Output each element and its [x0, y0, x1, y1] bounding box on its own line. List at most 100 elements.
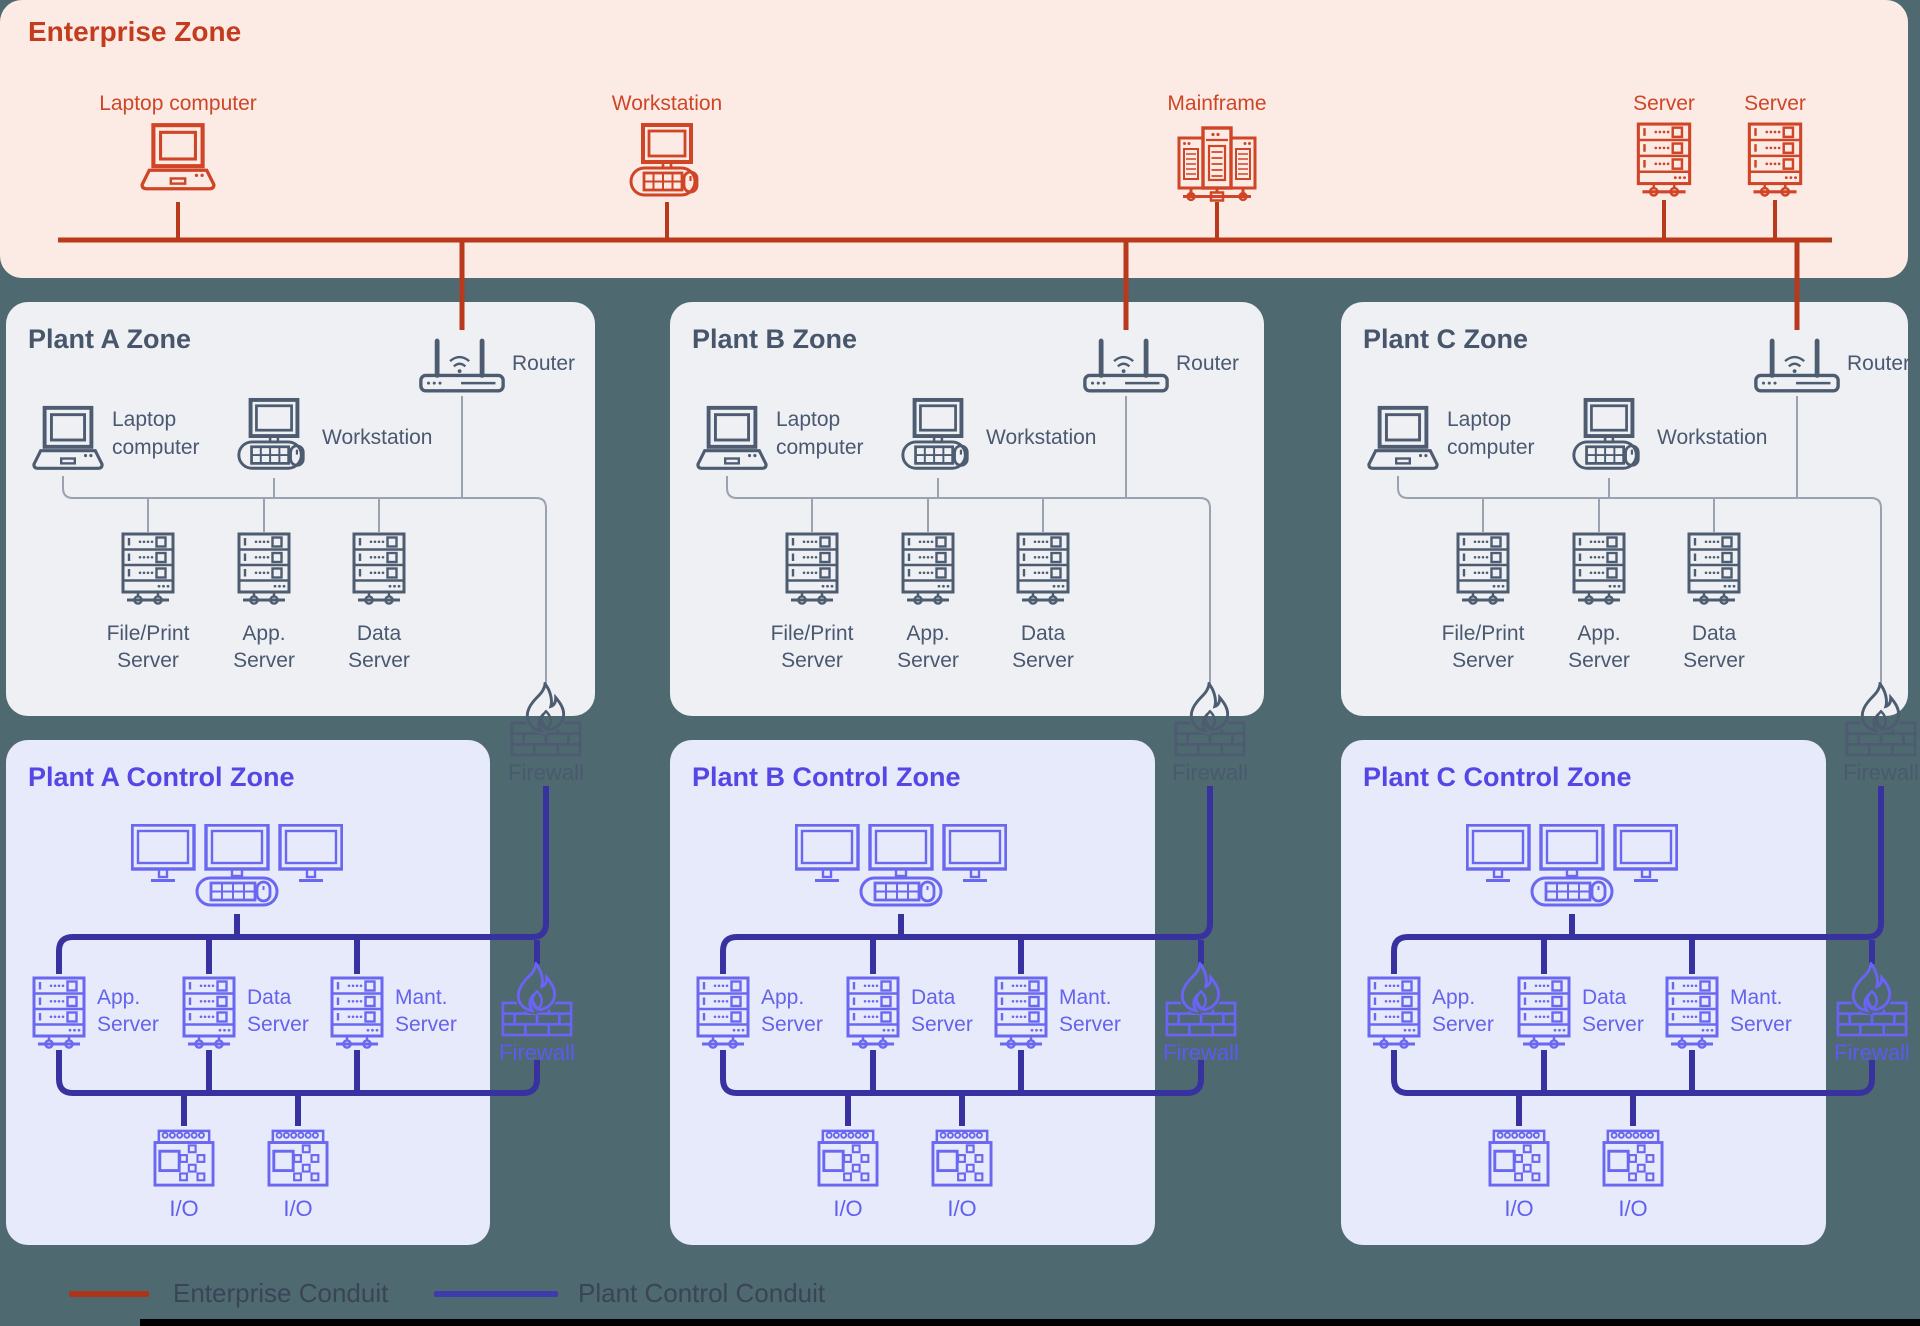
firewall-control-b: Firewall — [1141, 962, 1261, 1066]
app-server-label: App.Server — [897, 622, 959, 672]
data-server-icon — [1016, 532, 1070, 606]
plant-a-zone: Plant A Zone Router Laptop computer Work… — [6, 302, 595, 716]
data-server-icon — [352, 532, 406, 606]
data-server-icon — [1687, 532, 1741, 606]
mant-server-label-line2: Server — [1059, 1013, 1121, 1036]
workstation-label: Workstation — [1657, 426, 1768, 449]
plant-c-control-zone-title: Plant C Control Zone — [1363, 762, 1632, 792]
data-server-icon — [182, 976, 236, 1050]
workstation-icon — [1571, 397, 1641, 471]
plant-a-zone-title: Plant A Zone — [28, 324, 192, 354]
data-server-icon — [846, 976, 900, 1050]
enterprise-server-node-1: Server — [1609, 92, 1719, 200]
io-label: I/O — [283, 1196, 313, 1221]
io-label: I/O — [947, 1196, 977, 1221]
enterprise-zone: Enterprise Zone Laptop computer Workstat… — [0, 0, 1908, 278]
legend-control-conduit-label: Plant Control Conduit — [578, 1278, 826, 1308]
workstation-label: Workstation — [611, 92, 723, 115]
hmi-workstation-icon — [1466, 824, 1678, 907]
plant-c-zone: Plant C Zone Router Laptop computer Work… — [1341, 302, 1911, 716]
plant-b-control-zone: Plant B Control Zone App. Server Data Se… — [670, 740, 1155, 1245]
mant-server-icon — [330, 976, 384, 1050]
firewall-label: Firewall — [499, 1040, 575, 1065]
data-server-label-line2: Server — [1582, 1013, 1644, 1036]
workstation-icon — [900, 397, 970, 471]
plant-c-control-zone: Plant C Control Zone App. Server Data Se… — [1341, 740, 1826, 1245]
firewall-plant-c: Firewall — [1821, 682, 1920, 786]
legend-control-conduit-swatch — [434, 1291, 558, 1297]
data-server-label-line2: Server — [911, 1013, 973, 1036]
laptop-icon — [695, 405, 769, 471]
plant-b-zone-title: Plant B Zone — [692, 324, 858, 354]
firewall-label: Firewall — [1163, 1040, 1239, 1065]
app-server-label: App.Server — [1568, 622, 1630, 672]
io-label: I/O — [1618, 1196, 1648, 1221]
plant-a-control-zone-title: Plant A Control Zone — [28, 762, 295, 792]
firewall-label: Firewall — [1834, 1040, 1910, 1065]
app-server-label-line2: Server — [761, 1013, 823, 1036]
data-server-label-line1: Data — [247, 986, 292, 1009]
firewall-icon — [1173, 682, 1247, 758]
firewall-icon — [1164, 962, 1238, 1038]
io-device-icon — [817, 1129, 879, 1187]
mant-server-label-line2: Server — [1730, 1013, 1792, 1036]
laptop-label-line1: Laptop — [1447, 408, 1512, 431]
app-server-icon — [32, 976, 86, 1050]
app-server-label-line1: App. — [1432, 986, 1476, 1009]
firewall-control-c: Firewall — [1812, 962, 1920, 1066]
firewall-label: Firewall — [508, 760, 584, 785]
router-label: Router — [512, 352, 576, 375]
server-icon — [1636, 122, 1692, 198]
firewall-label: Firewall — [1843, 760, 1919, 785]
mant-server-label-line1: Mant. — [395, 986, 448, 1009]
app-server-label-line1: App. — [97, 986, 141, 1009]
router-label: Router — [1847, 352, 1911, 375]
laptop-label-line1: Laptop — [112, 408, 177, 431]
hmi-workstation-icon — [131, 824, 343, 907]
mant-server-icon — [1665, 976, 1719, 1050]
app-server-icon — [901, 532, 955, 606]
app-server-label: App.Server — [233, 622, 295, 672]
router-icon — [1753, 334, 1841, 394]
app-server-label-line2: Server — [1432, 1013, 1494, 1036]
server-label: Server — [1744, 92, 1806, 115]
enterprise-server-node-2: Server — [1720, 92, 1830, 200]
mant-server-icon — [994, 976, 1048, 1050]
enterprise-laptop-node: Laptop computer — [93, 92, 263, 196]
io-label: I/O — [169, 1196, 199, 1221]
file-print-server-icon — [785, 532, 839, 606]
firewall-icon — [500, 962, 574, 1038]
laptop-icon — [138, 122, 218, 196]
mant-server-label-line2: Server — [395, 1013, 457, 1036]
firewall-plant-a: Firewall — [486, 682, 606, 786]
file-print-server-icon — [1456, 532, 1510, 606]
firewall-plant-b: Firewall — [1150, 682, 1270, 786]
plant-b-control-zone-title: Plant B Control Zone — [692, 762, 961, 792]
laptop-label-line1: Laptop — [776, 408, 841, 431]
app-server-icon — [1367, 976, 1421, 1050]
router-icon — [1082, 334, 1170, 394]
data-server-icon — [1517, 976, 1571, 1050]
app-server-label-line1: App. — [761, 986, 805, 1009]
firewall-icon — [1835, 962, 1909, 1038]
data-server-label-line1: Data — [1582, 986, 1627, 1009]
firewall-control-a: Firewall — [477, 962, 597, 1066]
firewall-label: Firewall — [1172, 760, 1248, 785]
io-device-icon — [153, 1129, 215, 1187]
firewall-icon — [509, 682, 583, 758]
io-device-icon — [931, 1129, 993, 1187]
laptop-label: Laptop computer — [99, 92, 257, 115]
app-server-icon — [696, 976, 750, 1050]
hmi-workstation-icon — [795, 824, 1007, 907]
workstation-label: Workstation — [322, 426, 433, 449]
enterprise-mainframe-node: Mainframe — [1132, 92, 1302, 206]
mant-server-label-line1: Mant. — [1730, 986, 1783, 1009]
laptop-label-line2: computer — [112, 436, 200, 459]
workstation-icon — [629, 123, 699, 197]
